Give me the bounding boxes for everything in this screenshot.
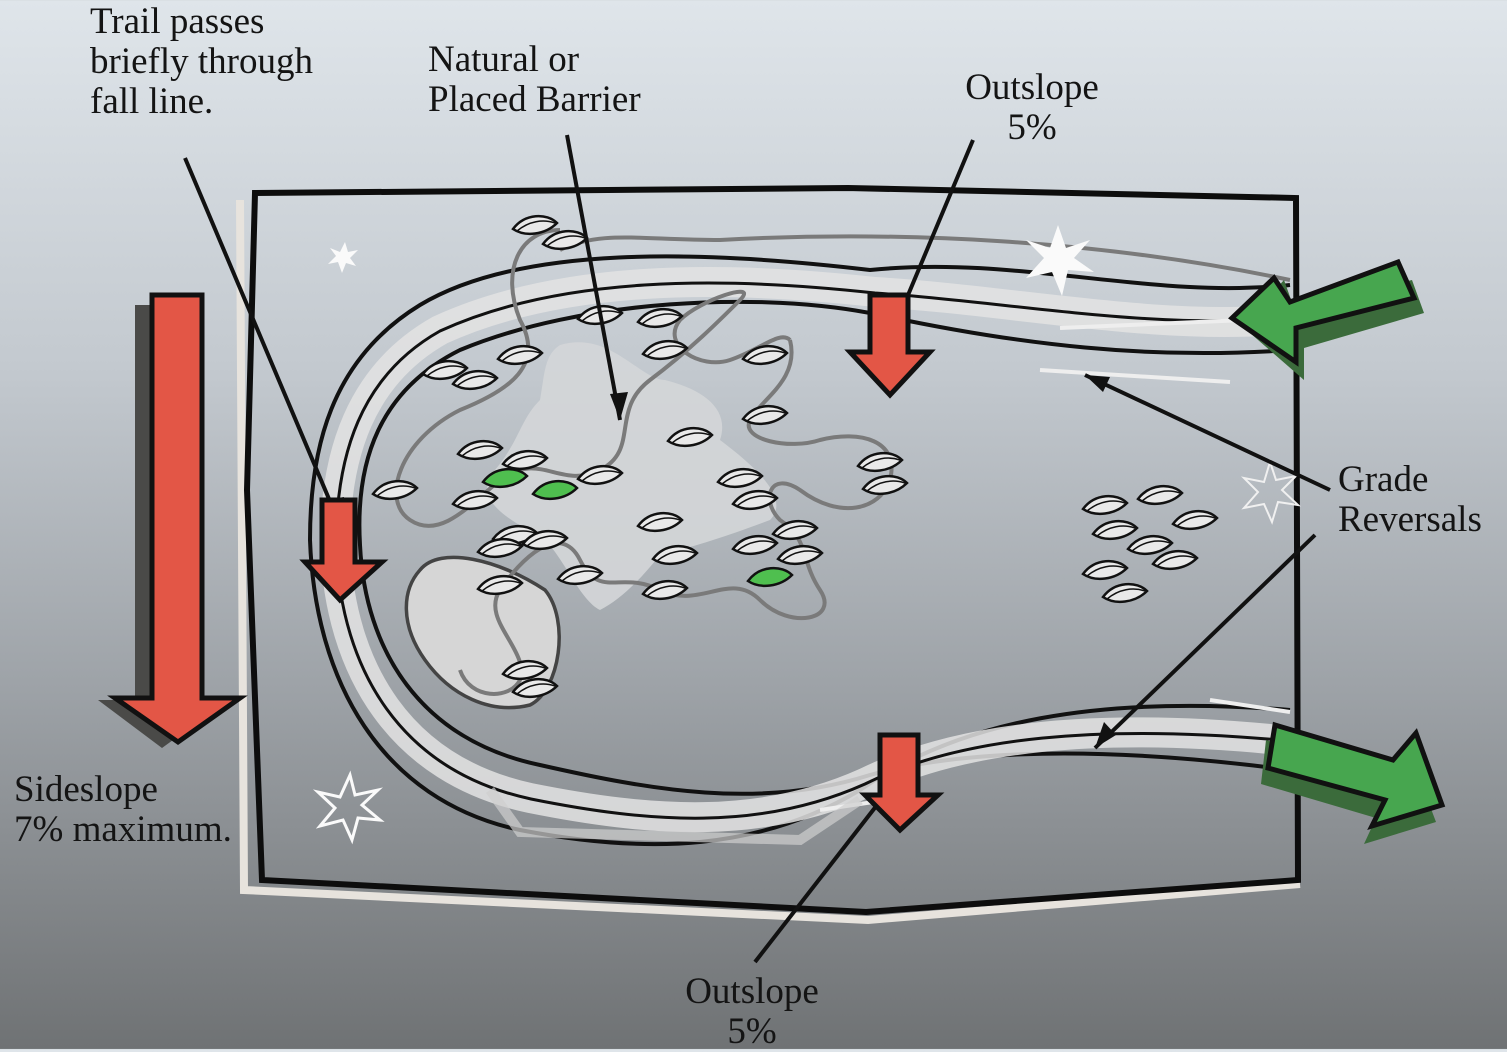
- trail-passes-label: Trail passes briefly through fall line.: [90, 2, 313, 122]
- sideslope-label: Sideslope 7% maximum.: [14, 770, 232, 850]
- outslope-bottom-label: Outslope 5%: [670, 972, 834, 1052]
- outslope-top-label: Outslope 5%: [950, 68, 1114, 148]
- grade-reversals-label: Grade Reversals: [1338, 460, 1482, 540]
- barrier-label: Natural or Placed Barrier: [428, 40, 641, 120]
- direction-arrow-icon: [1232, 262, 1442, 844]
